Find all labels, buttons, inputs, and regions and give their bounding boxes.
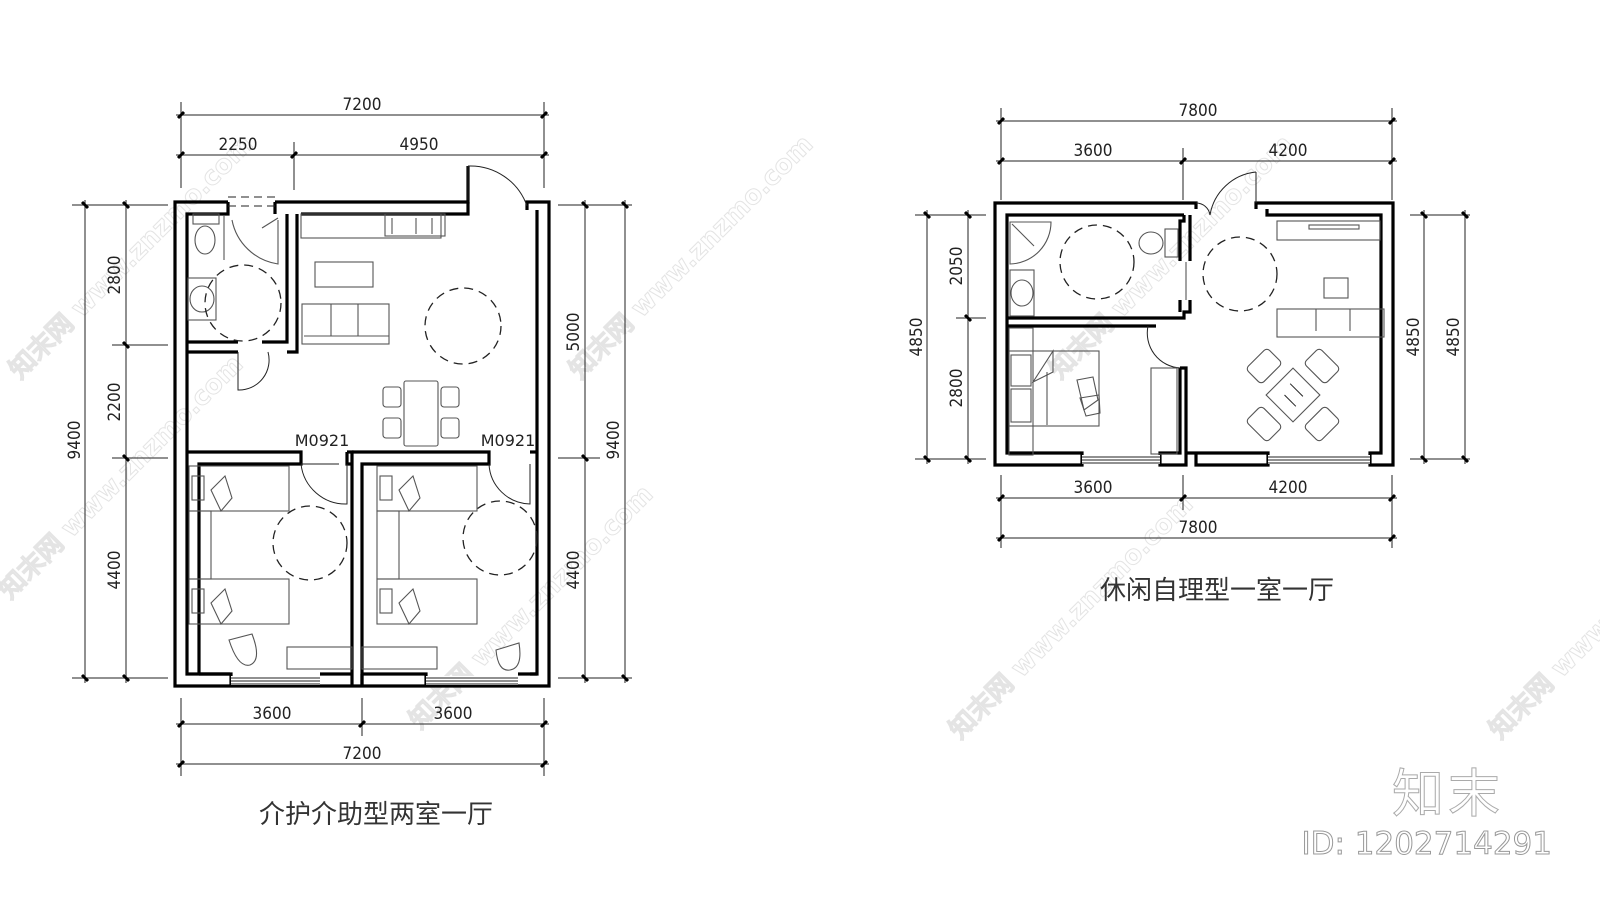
tv-cabinet bbox=[1276, 220, 1381, 241]
dimension-bottom: 3600 3600 7200 bbox=[176, 698, 549, 776]
bed-icon bbox=[376, 465, 478, 512]
dim-total-depth: 4850 bbox=[907, 318, 927, 357]
dim-living-width: 4200 bbox=[1269, 141, 1308, 161]
dim-depth-outer: 4850 bbox=[1444, 318, 1464, 357]
chair-icon bbox=[228, 633, 258, 666]
dim-bedroom-depth: 4400 bbox=[105, 551, 125, 590]
plan-title: 介护介助型两室一厅 bbox=[259, 800, 493, 830]
dimension-top: 7200 2250 4950 bbox=[176, 95, 549, 190]
brand-watermark: 知末 bbox=[1391, 765, 1504, 826]
turning-circle bbox=[1202, 236, 1278, 312]
dimension-bottom: 3600 4200 7800 bbox=[996, 475, 1397, 548]
cabinet bbox=[300, 213, 442, 239]
desk bbox=[361, 646, 438, 670]
living-furniture bbox=[300, 213, 502, 447]
windows bbox=[1082, 455, 1370, 464]
bedroom-furniture bbox=[1008, 327, 1178, 456]
dim-bedroom-width: 3600 bbox=[1074, 478, 1113, 498]
dim-living-width-bottom: 4200 bbox=[1269, 478, 1308, 498]
dimension-right: 4850 4850 bbox=[1404, 210, 1470, 464]
dim-corridor-depth: 2200 bbox=[105, 383, 125, 422]
dim-bedroom-depth-right: 4400 bbox=[564, 551, 584, 590]
toilet-icon bbox=[1138, 231, 1164, 255]
shower-icon bbox=[1009, 221, 1052, 265]
plan-left: 7200 2250 4950 9400 2800 2200 4400 bbox=[65, 95, 632, 830]
dim-bath-depth: 2800 bbox=[105, 256, 125, 295]
chair-icon bbox=[495, 642, 521, 671]
turning-circle bbox=[462, 500, 538, 576]
bed-icon bbox=[376, 578, 478, 625]
wardrobe bbox=[1150, 367, 1178, 455]
dimension-top: 7800 3600 4200 bbox=[996, 101, 1397, 200]
dining-table-icon bbox=[1246, 348, 1340, 442]
bed-icon bbox=[188, 465, 290, 512]
dim-bedroom-depth: 2800 bbox=[947, 369, 967, 408]
dim-bath-depth: 2050 bbox=[947, 247, 967, 286]
turning-circle bbox=[272, 505, 348, 581]
bathroom-fixtures bbox=[187, 213, 282, 342]
bedroom-1-furniture bbox=[188, 465, 353, 670]
tv-icon bbox=[1308, 224, 1360, 230]
nightstand bbox=[1008, 327, 1034, 456]
sofa-icon bbox=[301, 303, 390, 345]
image-id-watermark: ID: 1202714291 bbox=[1301, 826, 1553, 863]
door-label-bedroom-1: M0921 bbox=[295, 431, 350, 450]
sofa-icon bbox=[1276, 308, 1385, 338]
kitchen-counter-icon bbox=[384, 213, 446, 237]
windows bbox=[228, 196, 518, 685]
dim-total-width-bottom: 7200 bbox=[343, 744, 382, 764]
plan-right: 7800 3600 4200 4850 2050 2800 bbox=[907, 101, 1470, 606]
dim-living-width: 4950 bbox=[400, 135, 439, 155]
turning-circle bbox=[424, 287, 502, 365]
watermark-text: 知末网 www.znzmo.com bbox=[944, 489, 1199, 744]
dim-total-depth: 9400 bbox=[65, 421, 85, 460]
toilet-icon bbox=[192, 213, 220, 225]
doors bbox=[1146, 171, 1257, 369]
dim-depth-inner: 4850 bbox=[1404, 318, 1424, 357]
bed-icon bbox=[188, 578, 290, 625]
dim-living-depth: 5000 bbox=[564, 313, 584, 352]
sink-icon bbox=[1009, 269, 1035, 317]
dim-total-width: 7800 bbox=[1179, 101, 1218, 121]
doors: M0921 M0921 bbox=[237, 165, 536, 505]
turning-circle bbox=[204, 264, 282, 342]
dim-bedroom-1-width: 3600 bbox=[253, 704, 292, 724]
dim-bedroom-2-width: 3600 bbox=[434, 704, 473, 724]
dimension-left: 9400 2800 2200 4400 bbox=[65, 200, 168, 683]
bed-icon bbox=[1008, 350, 1100, 427]
desk bbox=[286, 646, 353, 670]
sink-icon bbox=[187, 277, 217, 321]
dim-total-width-bottom: 7800 bbox=[1179, 518, 1218, 538]
watermark-text: 知末网 www.znzmo.com bbox=[1484, 489, 1600, 744]
door-label-bedroom-2: M0921 bbox=[481, 431, 536, 450]
plan-title: 休闲自理型一室一厅 bbox=[1100, 576, 1334, 606]
turning-circle bbox=[1059, 224, 1135, 300]
living-furniture bbox=[1202, 220, 1385, 442]
dimension-right: 5000 4400 9400 bbox=[558, 200, 632, 683]
watermark-layer: 知末网 www.znzmo.com 知末网 www.znzmo.com 知末网 … bbox=[0, 129, 1600, 745]
bedroom-2-furniture bbox=[361, 465, 538, 671]
watermark-text: 知末网 www.znzmo.com bbox=[4, 129, 259, 384]
bathroom-fixtures bbox=[1009, 221, 1179, 317]
dim-total-width: 7200 bbox=[343, 95, 382, 115]
dining-table-icon bbox=[403, 380, 439, 447]
watermark-text: 知末网 www.znzmo.com bbox=[564, 129, 819, 384]
dim-bath-width: 3600 bbox=[1074, 141, 1113, 161]
dim-total-depth-right: 9400 bbox=[604, 421, 624, 460]
coffee-table bbox=[1323, 277, 1349, 299]
dimension-left: 4850 2050 2800 bbox=[907, 210, 986, 464]
coffee-table bbox=[314, 261, 374, 288]
dim-bath-width: 2250 bbox=[219, 135, 258, 155]
